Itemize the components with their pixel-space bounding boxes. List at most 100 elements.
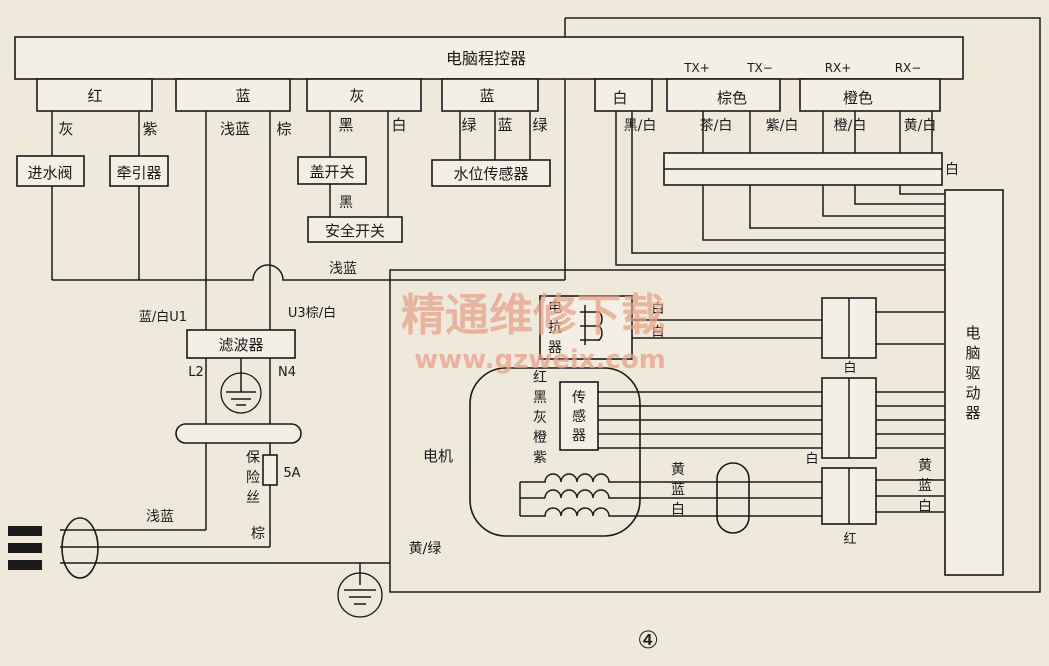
power-brown-label: 棕 (251, 526, 265, 542)
socket-red-label: 红 (87, 87, 102, 105)
fuse-label-1: 保 (246, 450, 260, 466)
label-purple-wire: 紫 (142, 120, 157, 138)
right-yellow-label: 黄 (918, 457, 932, 474)
sensor-char-3: 器 (572, 428, 586, 444)
label-green2-wire: 绿 (532, 116, 547, 134)
driver-char-2: 脑 (965, 344, 980, 362)
label-white-wire: 白 (391, 116, 406, 134)
inlet-valve-box (16, 155, 85, 187)
reactor-char-2: 抗 (548, 320, 562, 336)
socket-red (36, 78, 153, 112)
driver-char-5: 器 (965, 404, 980, 422)
label-gray-wire: 灰 (58, 120, 73, 138)
socket-gray (306, 78, 422, 112)
connector-mid-label: 白 (805, 451, 818, 467)
fuse (262, 454, 278, 486)
right-white-label: 白 (918, 499, 932, 515)
filter-box (186, 329, 296, 359)
socket-blue2-label: 蓝 (479, 87, 494, 105)
motor-label: 电机 (423, 447, 453, 465)
label-tea-white: 茶/白 (700, 118, 733, 134)
label-blue-wire: 蓝 (497, 116, 512, 134)
connector-bot-label: 红 (843, 531, 856, 547)
driver-char-4: 动 (965, 384, 980, 402)
reactor-coil-icon (580, 305, 603, 345)
label-light-blue-mid: 浅蓝 (329, 261, 357, 277)
watermark-url: www.gzweix.com (414, 345, 666, 375)
watermark-text: 精通维修下载 (401, 290, 665, 341)
signal-tx-minus: TX− (746, 61, 773, 75)
signal-rx-minus: RX− (895, 61, 922, 75)
driver-box (944, 189, 1004, 576)
motor-coils-icon (519, 473, 822, 517)
driver-char-3: 驱 (965, 364, 980, 382)
socket-white (594, 78, 653, 112)
filter-out-right-label: N4 (278, 365, 296, 380)
reactor-wire-white-2: 白 (651, 324, 664, 340)
label-orange-white: 橙/白 (834, 118, 867, 134)
socket-orange (799, 78, 941, 112)
traction-box (109, 155, 169, 187)
power-plug-icon (8, 517, 99, 579)
sensor-char-2: 感 (572, 408, 586, 425)
label-brown-wire: 棕 (276, 120, 291, 138)
filter-out-left-label: L2 (188, 365, 204, 380)
label-purple-white: 紫/白 (766, 118, 799, 134)
lid-switch-box (297, 156, 367, 185)
sensor-wire-4: 橙 (533, 430, 547, 446)
reactor-char-3: 器 (548, 340, 562, 356)
filter-in-right-label: U3棕/白 (288, 305, 336, 321)
water-sensor-label: 水位传感器 (453, 165, 528, 183)
inlet-valve-label: 进水阀 (27, 164, 72, 182)
reactor-char-1: 电 (548, 300, 562, 316)
motor-ferrite (716, 462, 750, 534)
motor-sensor-box (559, 381, 599, 451)
filter-in-left-label: 蓝/白U1 (139, 309, 187, 325)
motor-wire-yellow: 黄 (671, 461, 685, 478)
socket-blue (175, 78, 291, 112)
label-black-wire: 黑 (338, 116, 353, 134)
power-light-blue-label: 浅蓝 (146, 509, 174, 525)
safety-switch-label: 安全开关 (325, 222, 385, 240)
outer-frame (389, 17, 1041, 593)
driver-char-1: 电 (965, 324, 980, 342)
water-sensor-box (431, 159, 551, 187)
signal-rx-plus: RX+ (825, 61, 852, 75)
safety-switch-box (307, 216, 403, 243)
signal-tx-plus: TX+ (683, 61, 710, 75)
label-light-blue-wire: 浅蓝 (220, 120, 250, 138)
motor-wire-blue: 蓝 (671, 482, 685, 498)
fuse-label-3: 丝 (246, 490, 260, 506)
reactor-box (539, 295, 633, 360)
sensor-wire-2: 黑 (533, 390, 547, 406)
traction-label: 牵引器 (116, 164, 161, 182)
filter-earth-icon (220, 358, 262, 414)
power-earth-label: 黄/绿 (409, 540, 442, 557)
fuse-rating: 5A (283, 466, 300, 481)
label-black-between: 黑 (339, 195, 353, 211)
right-blue-label: 蓝 (918, 478, 932, 494)
label-green-wire: 绿 (461, 116, 476, 134)
motor-body (469, 367, 641, 537)
label-white-right: 白 (945, 162, 959, 178)
connector-top-label: 白 (843, 360, 856, 376)
socket-white-label: 白 (612, 89, 627, 107)
socket-brown-label: 棕色 (717, 89, 747, 107)
reactor-wire-white-1: 白 (651, 301, 664, 317)
socket-orange-label: 橙色 (843, 89, 873, 107)
ferrite-core (175, 423, 302, 444)
sensor-wire-5: 紫 (533, 450, 547, 466)
common-light-blue-wire (52, 264, 565, 281)
socket-gray-label: 灰 (349, 87, 364, 105)
motor-wire-white: 白 (671, 502, 685, 518)
socket-blue2 (441, 78, 539, 112)
socket-brown (666, 78, 781, 112)
sensor-char-1: 传 (572, 390, 586, 406)
fuse-label-2: 险 (246, 470, 260, 486)
figure-number: ④ (637, 626, 659, 654)
label-black-white: 黑/白 (624, 118, 657, 134)
filter-label: 滤波器 (218, 336, 263, 354)
socket-blue-label: 蓝 (235, 87, 250, 105)
